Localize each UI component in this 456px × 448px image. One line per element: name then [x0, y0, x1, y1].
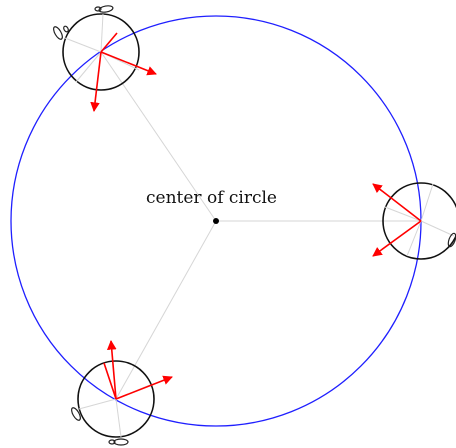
- propeller-icon: [71, 407, 129, 446]
- force-arrow: [103, 362, 117, 400]
- force-arrow: [106, 340, 117, 400]
- force-arrow: [372, 220, 422, 257]
- wheel-right: [372, 182, 456, 260]
- center-dot: [213, 218, 219, 224]
- wheel-top-left: [53, 5, 157, 112]
- radius-line-top-left: [100, 51, 217, 222]
- propeller-icon: [53, 5, 114, 40]
- center-label: center of circle: [146, 188, 277, 208]
- force-arrow: [100, 32, 118, 53]
- force-arrow: [372, 183, 422, 222]
- wheel-rim: [77, 360, 155, 438]
- force-arrow: [90, 51, 102, 112]
- radius-line-bottom-left: [115, 220, 217, 400]
- radius-lines: [100, 51, 421, 400]
- wheel-rim: [382, 182, 456, 260]
- propeller-icon: [447, 232, 456, 248]
- wheel-rim: [62, 13, 140, 91]
- force-arrow: [100, 51, 157, 76]
- wheel-bottom-left: [71, 340, 173, 446]
- force-arrow: [115, 375, 173, 400]
